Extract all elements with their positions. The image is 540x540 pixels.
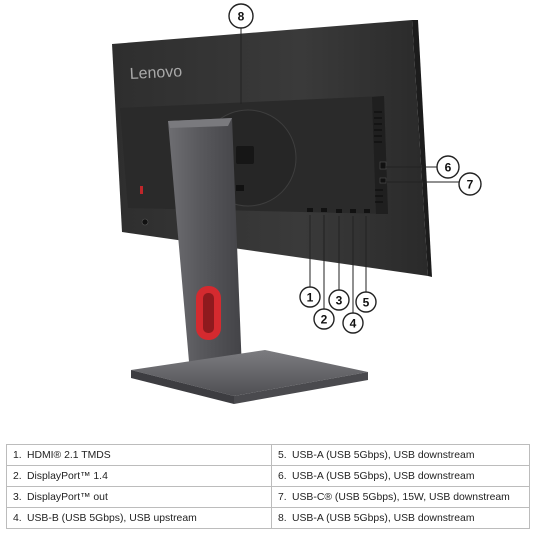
item-number: 6. [278, 470, 287, 482]
item-number: 3. [13, 491, 22, 503]
side-usb-c-port [379, 177, 387, 184]
leader-lines [240, 28, 459, 313]
monitor-rear-diagram: Lenovo [112, 3, 482, 404]
item-number: 5. [278, 449, 287, 461]
power-led [140, 186, 143, 194]
table-row: 1. HDMI® 2.1 TMDS 5. USB-A (USB 5Gbps), US… [6, 444, 530, 466]
svg-text:5: 5 [363, 296, 370, 310]
port-description: USB-A (USB 5Gbps), USB downstream [292, 512, 475, 524]
power-button [141, 218, 149, 226]
svg-text:7: 7 [467, 178, 474, 192]
side-usb-a-port [379, 161, 387, 170]
svg-text:4: 4 [350, 317, 357, 331]
table-cell: 1. HDMI® 2.1 TMDS [6, 444, 272, 466]
table-row: 2. DisplayPort™ 1.4 6. USB-A (USB 5Gbps), … [6, 465, 530, 487]
bottom-ports [307, 208, 370, 213]
svg-text:6: 6 [445, 161, 452, 175]
io-housing [120, 96, 388, 214]
table-cell: 8. USB-A (USB 5Gbps), USB downstream [271, 507, 530, 529]
item-number: 7. [278, 491, 287, 503]
port-description: DisplayPort™ out [27, 491, 108, 503]
ports-table: 1. HDMI® 2.1 TMDS 5. USB-A (USB 5Gbps), US… [6, 444, 530, 529]
table-row: 3. DisplayPort™ out 7. USB-C® (USB 5Gbps),… [6, 486, 530, 508]
callout-4: 4 [342, 312, 364, 334]
item-number: 4. [13, 512, 22, 524]
table-cell: 4. USB-B (USB 5Gbps), USB upstream [6, 507, 272, 529]
table-cell: 7. USB-C® (USB 5Gbps), 15W, USB downstrea… [271, 486, 530, 508]
vent-slots [374, 111, 383, 203]
callout-3: 3 [328, 289, 350, 311]
callout-2: 2 [313, 308, 335, 330]
cable-clip [236, 146, 254, 164]
port-description: USB-A (USB 5Gbps), USB downstream [292, 449, 475, 461]
callout-5: 5 [355, 291, 377, 313]
svg-text:1: 1 [307, 291, 314, 305]
stand-column [168, 118, 242, 373]
table-cell: 3. DisplayPort™ out [6, 486, 272, 508]
svg-text:8: 8 [238, 10, 245, 24]
item-number: 1. [13, 449, 22, 461]
table-cell: 5. USB-A (USB 5Gbps), USB downstream [271, 444, 530, 466]
item-number: 2. [13, 470, 22, 482]
port-description: USB-B (USB 5Gbps), USB upstream [27, 512, 197, 524]
table-cell: 6. USB-A (USB 5Gbps), USB downstream [271, 465, 530, 487]
port-description: HDMI® 2.1 TMDS [27, 449, 111, 461]
item-number: 8. [278, 512, 287, 524]
security-slot [236, 185, 244, 191]
svg-text:3: 3 [336, 294, 343, 308]
callout-6: 6 [436, 155, 460, 179]
callout-1: 1 [299, 286, 321, 308]
port-description: USB-C® (USB 5Gbps), 15W, USB downstream [292, 491, 510, 503]
port-description: USB-A (USB 5Gbps), USB downstream [292, 470, 475, 482]
stand-base [131, 350, 368, 404]
callout-8: 8 [228, 3, 254, 29]
port-description: DisplayPort™ 1.4 [27, 470, 108, 482]
svg-text:2: 2 [321, 313, 328, 327]
table-row: 4. USB-B (USB 5Gbps), USB upstream 8. USB-… [6, 507, 530, 529]
lenovo-logo: Lenovo [129, 63, 182, 83]
callout-7: 7 [458, 172, 482, 196]
table-cell: 2. DisplayPort™ 1.4 [6, 465, 272, 487]
